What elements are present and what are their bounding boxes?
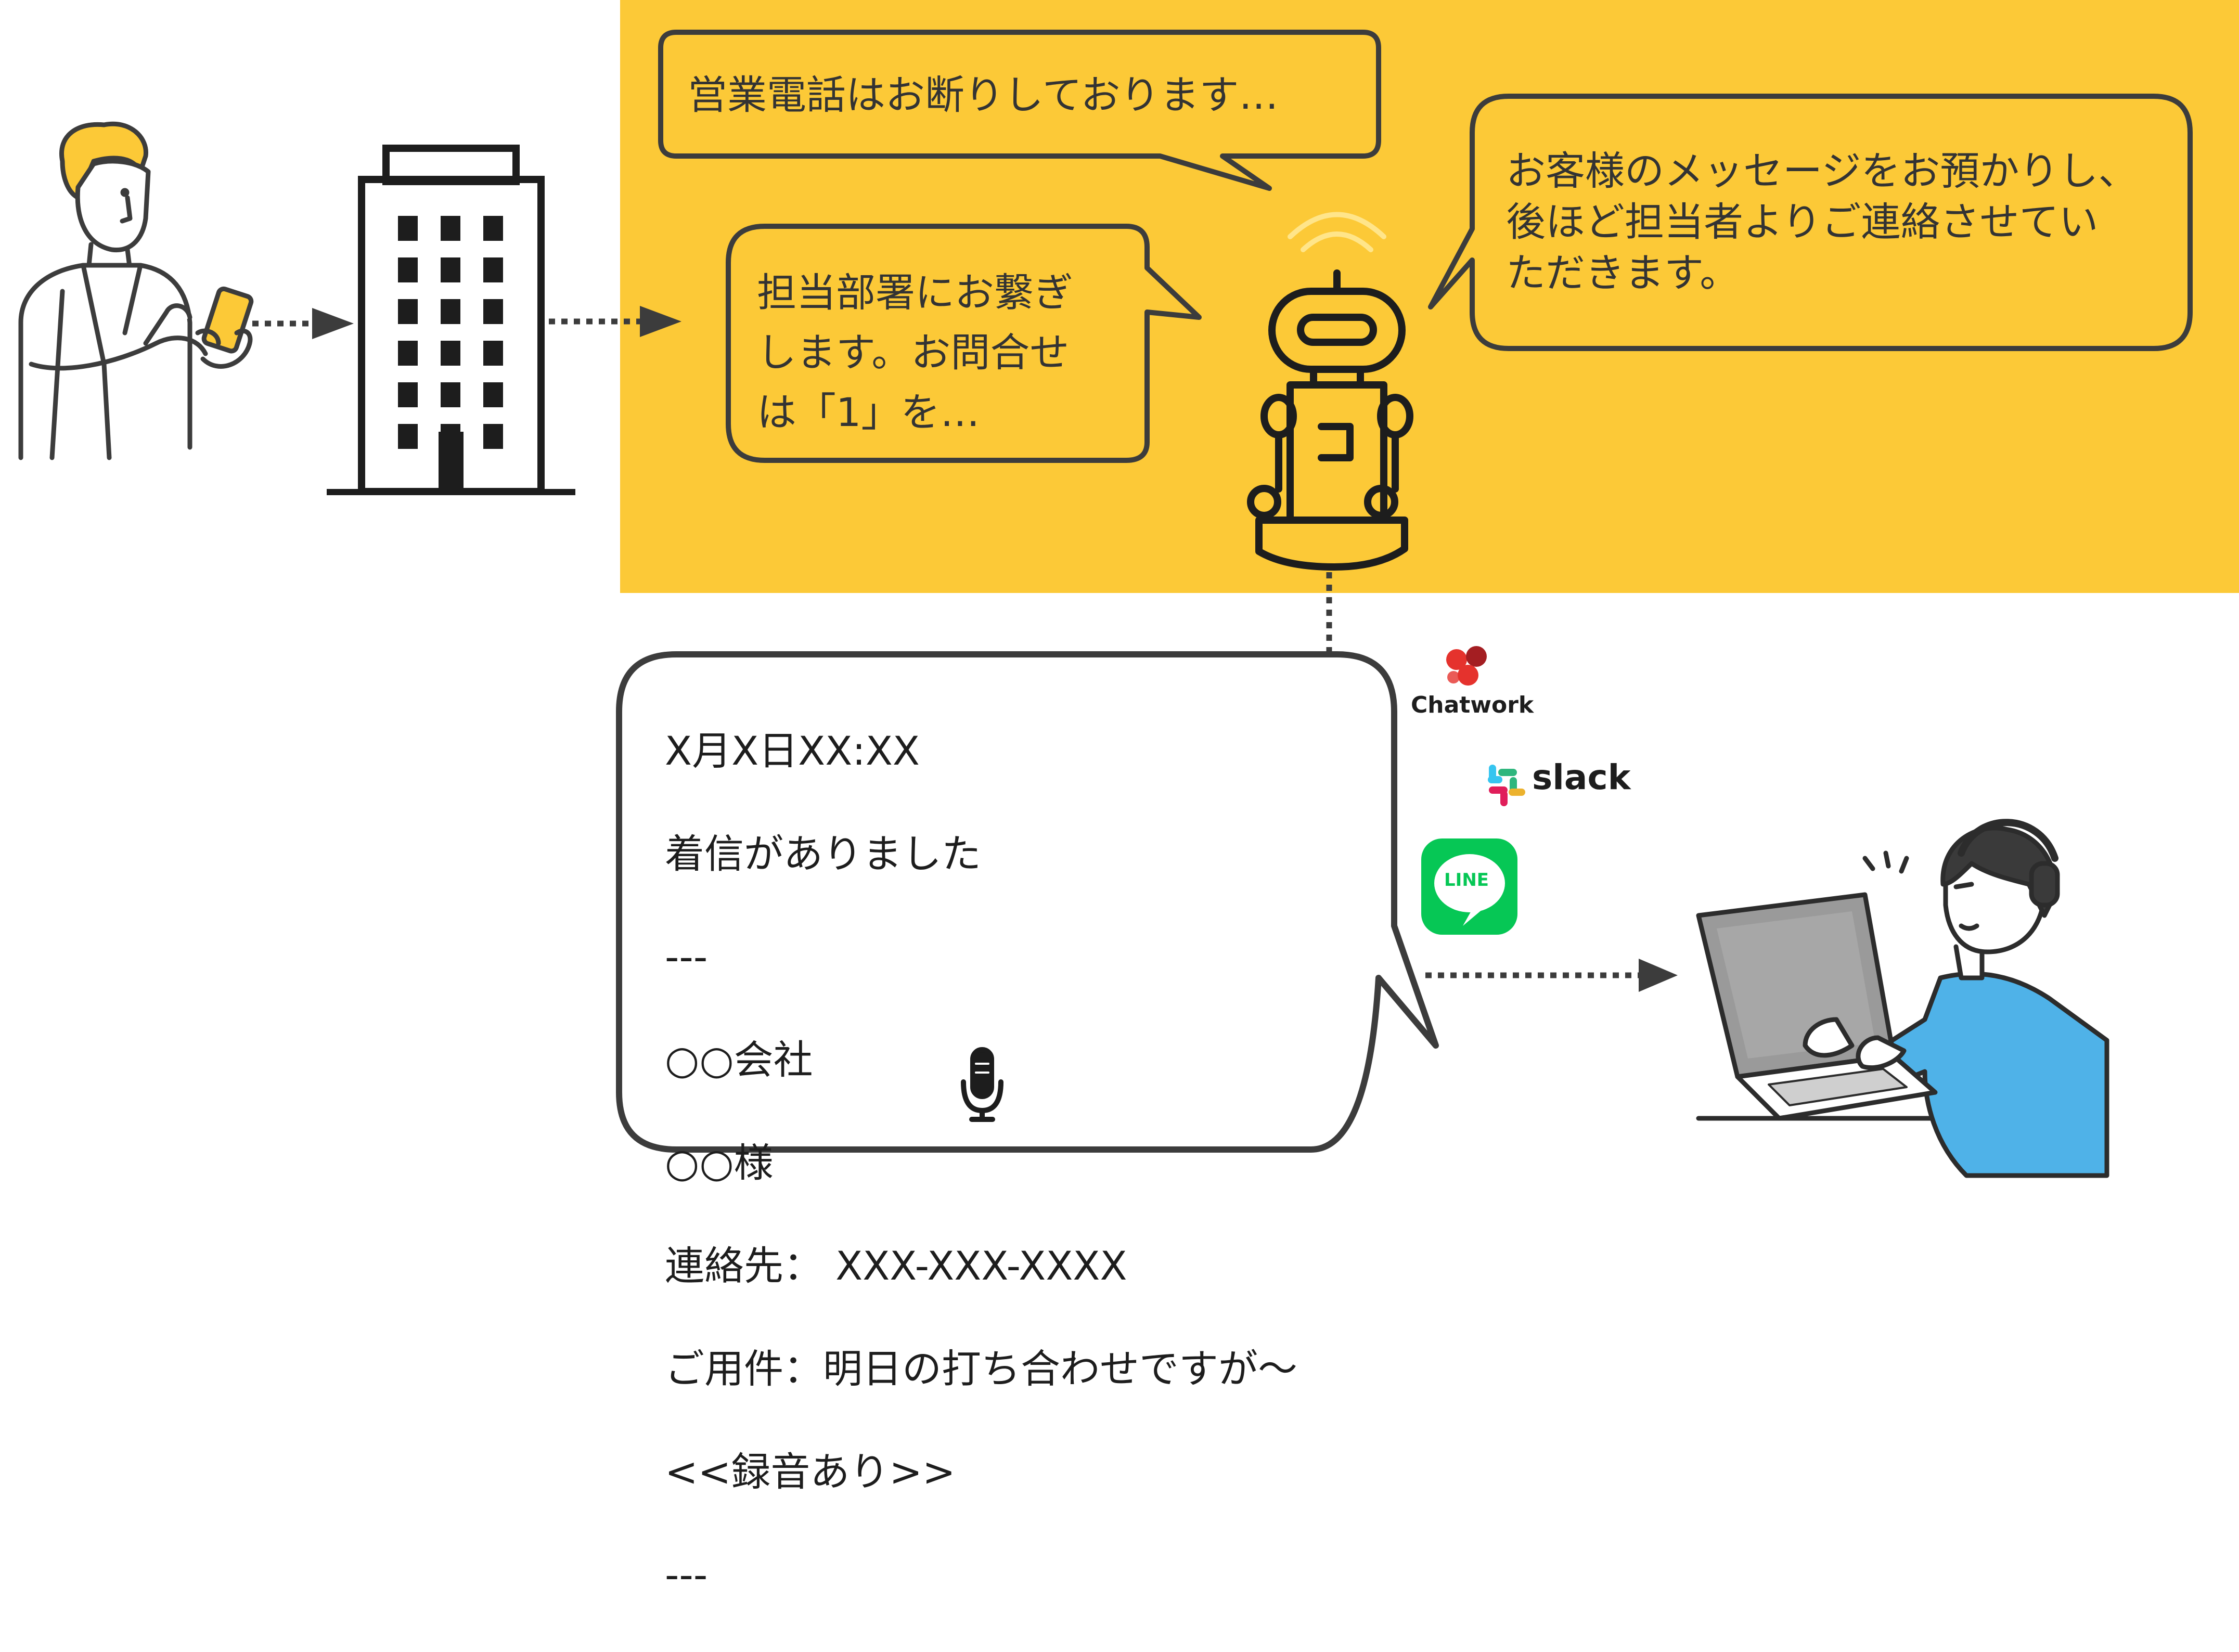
building-window: [441, 257, 460, 282]
notification-line: ○○様: [665, 1140, 774, 1186]
notification-text: X月X日XX:XX 着信がありました --- ○○会社 ○○様 連絡先： XXX…: [665, 674, 1297, 1652]
notification-line: ご用件：明日の打ち合わせですが～: [665, 1346, 1297, 1392]
notification-line: 着信がありました: [665, 831, 981, 877]
chatwork-logo-icon: [1446, 646, 1487, 686]
building-window: [441, 341, 460, 366]
arrow-caller-to-office: [252, 308, 354, 339]
bubble-sales-refusal: [658, 30, 1381, 191]
notification-line: ---: [665, 934, 708, 980]
office-building-icon: [327, 145, 575, 495]
building-window: [398, 257, 418, 282]
building-window: [483, 424, 503, 449]
bubble-transfer: [726, 224, 1202, 463]
bubble-message-taking: [1428, 94, 2193, 351]
slack-logo-icon: [1488, 765, 1525, 806]
building-window: [483, 299, 503, 324]
ai-robot-icon: [1247, 212, 1413, 571]
staff-with-laptop-icon: [1696, 819, 2109, 1178]
slack-label: slack: [1532, 757, 1631, 797]
notification-line: 連絡先： XXX-XXX-XXXX: [665, 1243, 1127, 1289]
line-label: LINE: [1444, 870, 1489, 890]
building-window: [483, 216, 503, 241]
line-logo-icon: [1421, 838, 1517, 935]
building-window: [398, 424, 418, 449]
building-window: [441, 299, 460, 324]
arrow-notification-to-staff: [1425, 959, 1678, 992]
bubble-transfer-text: 担当部署にお繋ぎ します。お問合せ は「1」を…: [757, 269, 1073, 435]
building-window: [398, 299, 418, 324]
bubble-sales-refusal-text: 営業電話はお断りしております…: [688, 72, 1279, 118]
building-window: [441, 382, 460, 407]
chatwork-label: Chatwork: [1411, 692, 1534, 718]
arrow-office-to-ai: [549, 306, 681, 337]
building-window: [483, 382, 503, 407]
building-window: [483, 341, 503, 366]
building-window: [398, 216, 418, 241]
building-window: [398, 341, 418, 366]
notification-line: ○○会社: [665, 1037, 813, 1083]
notification-line: X月X日XX:XX: [665, 728, 920, 774]
notification-line: ---: [665, 1552, 708, 1598]
building-window: [441, 216, 460, 241]
caller-person-icon: [18, 121, 254, 460]
building-window: [398, 382, 418, 407]
bubble-message-taking-text: お客様のメッセージをお預かりし、 後ほど担当者よりご連絡させてい ただきます。: [1506, 148, 2138, 296]
notification-line: <<録音あり>>: [665, 1449, 956, 1495]
microphone-icon: [961, 1047, 1003, 1122]
diagram-canvas: [18, 30, 2193, 1178]
building-window: [483, 257, 503, 282]
notification-bubble: [616, 651, 1439, 1153]
